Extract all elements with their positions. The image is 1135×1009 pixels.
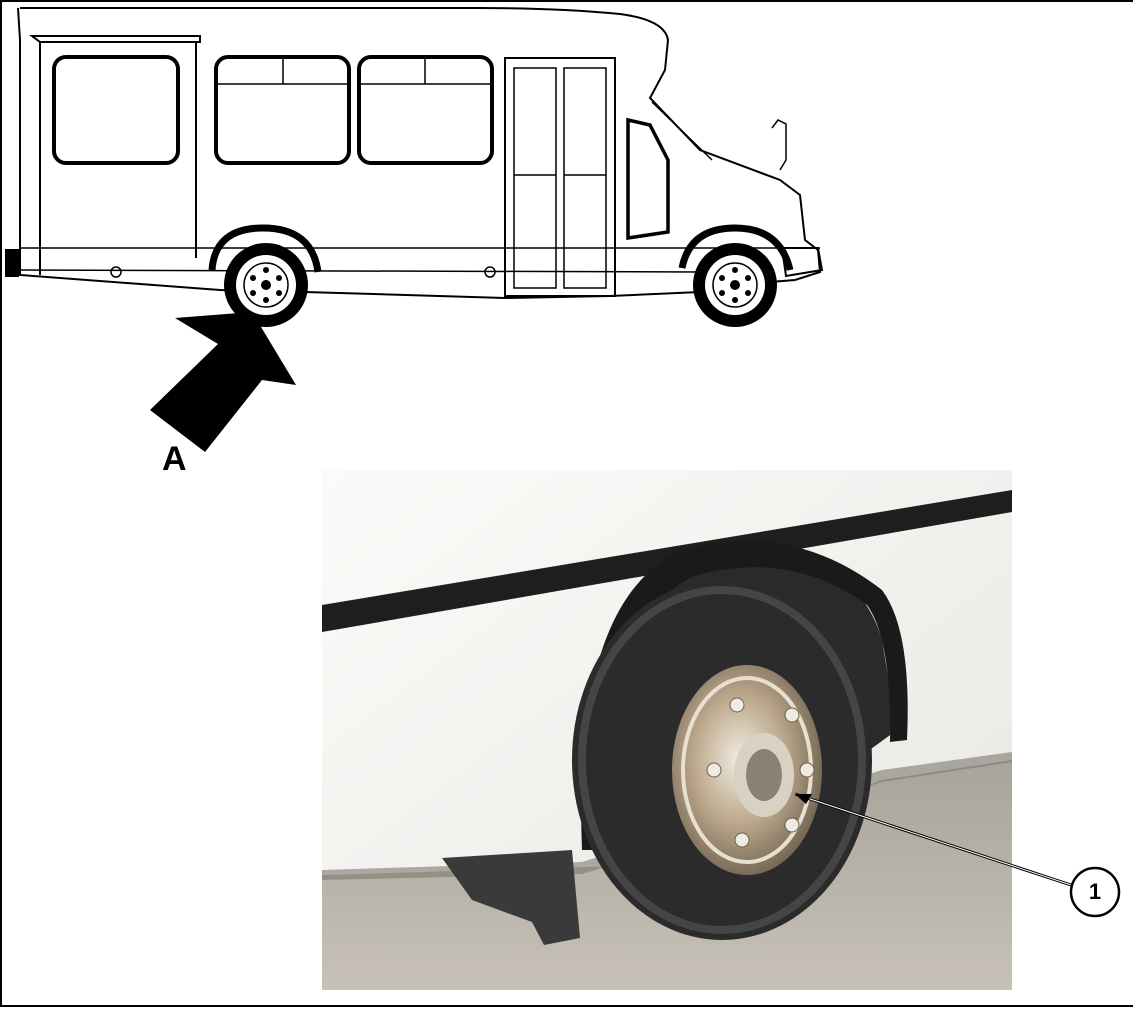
callout-1-number: 1 [1070, 867, 1120, 917]
